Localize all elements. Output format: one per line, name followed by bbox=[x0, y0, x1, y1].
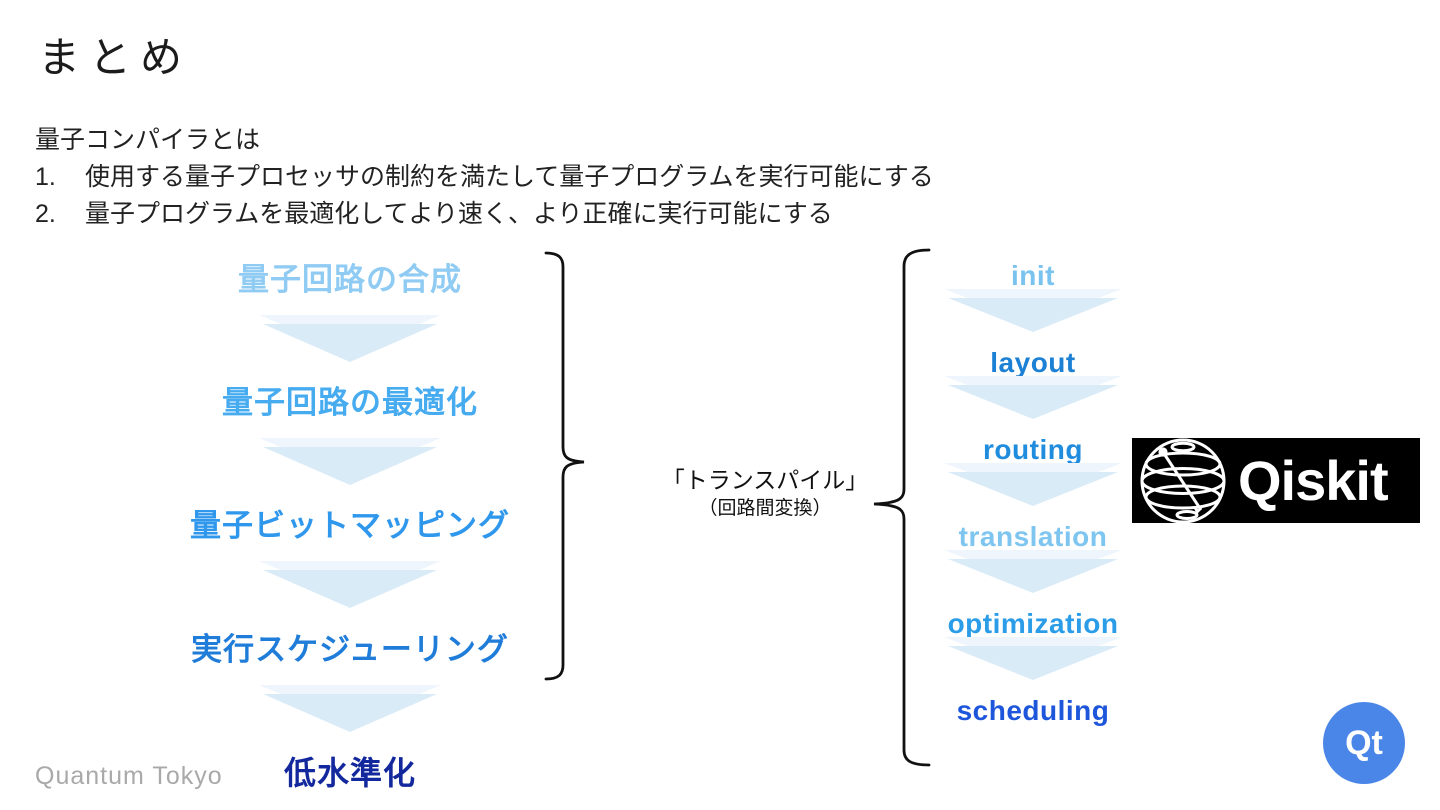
chevron-body bbox=[948, 385, 1118, 419]
right-flow-step-scheduling: scheduling bbox=[956, 695, 1110, 726]
chevron-body bbox=[263, 324, 437, 362]
left-flow-step-scheduling: 実行スケジューリング bbox=[191, 632, 509, 667]
intro-line: 量子コンパイラとは bbox=[35, 126, 261, 154]
point-number: 2. bbox=[35, 200, 56, 228]
left-flow-step-mapping: 量子ビットマッピング bbox=[190, 508, 510, 543]
point-number: 1. bbox=[35, 163, 56, 191]
chevron-body bbox=[263, 447, 437, 485]
down-chevron-arrow bbox=[259, 561, 441, 608]
chevron-body bbox=[948, 559, 1118, 593]
down-chevron-arrow bbox=[259, 438, 441, 485]
down-chevron-arrow bbox=[944, 289, 1122, 332]
numbered-point-2: 2. 量子プログラムを最適化してより速く、より正確に実行可能にする bbox=[35, 196, 1135, 233]
down-chevron-arrow bbox=[944, 550, 1122, 593]
left-flow-brace bbox=[544, 251, 585, 681]
left-flow-step-optimization: 量子回路の最適化 bbox=[222, 385, 478, 420]
right-flow-step-translation: translation bbox=[958, 521, 1108, 552]
chevron-body bbox=[263, 570, 437, 608]
qiskit-wordmark: Qiskit bbox=[1238, 449, 1389, 512]
transpile-label: 「トランスパイル」 （回路間変換） bbox=[590, 467, 940, 523]
footer-credit: Quantum Tokyo bbox=[35, 762, 223, 790]
transpile-label-line2: （回路間変換） bbox=[698, 497, 832, 519]
qt-logo-badge: Qt bbox=[1323, 702, 1405, 784]
point-text: 量子プログラムを最適化してより速く、より正確に実行可能にする bbox=[85, 200, 833, 228]
chevron-body bbox=[948, 298, 1118, 332]
down-chevron-arrow bbox=[259, 315, 441, 362]
intro-block: 量子コンパイラとは 1. 使用する量子プロセッサの制約を満たして量子プログラムを… bbox=[35, 122, 1135, 233]
down-chevron-arrow bbox=[944, 376, 1122, 419]
down-chevron-arrow bbox=[259, 685, 441, 732]
left-flow-step-synthesis: 量子回路の合成 bbox=[238, 262, 462, 297]
numbered-point-1: 1. 使用する量子プロセッサの制約を満たして量子プログラムを実行可能にする bbox=[35, 159, 1135, 196]
chevron-body bbox=[948, 646, 1118, 680]
down-chevron-arrow bbox=[944, 637, 1122, 680]
down-chevron-arrow bbox=[944, 463, 1122, 506]
left-flow-step-lowlevel: 低水準化 bbox=[283, 755, 416, 791]
right-flow-step-routing: routing bbox=[983, 434, 1083, 465]
chevron-body bbox=[948, 472, 1118, 506]
page-title: まとめ bbox=[38, 34, 192, 81]
right-flow-step-optimization: optimization bbox=[947, 608, 1119, 639]
right-flow-step-layout: layout bbox=[990, 347, 1076, 378]
point-text: 使用する量子プロセッサの制約を満たして量子プログラムを実行可能にする bbox=[85, 163, 934, 191]
right-flow-step-init: init bbox=[1011, 260, 1055, 291]
transpile-label-line1: 「トランスパイル」 bbox=[661, 467, 869, 493]
chevron-body bbox=[263, 694, 437, 732]
qiskit-logo: Qiskit bbox=[1132, 438, 1420, 523]
globe-wireframe-icon bbox=[1140, 438, 1226, 523]
